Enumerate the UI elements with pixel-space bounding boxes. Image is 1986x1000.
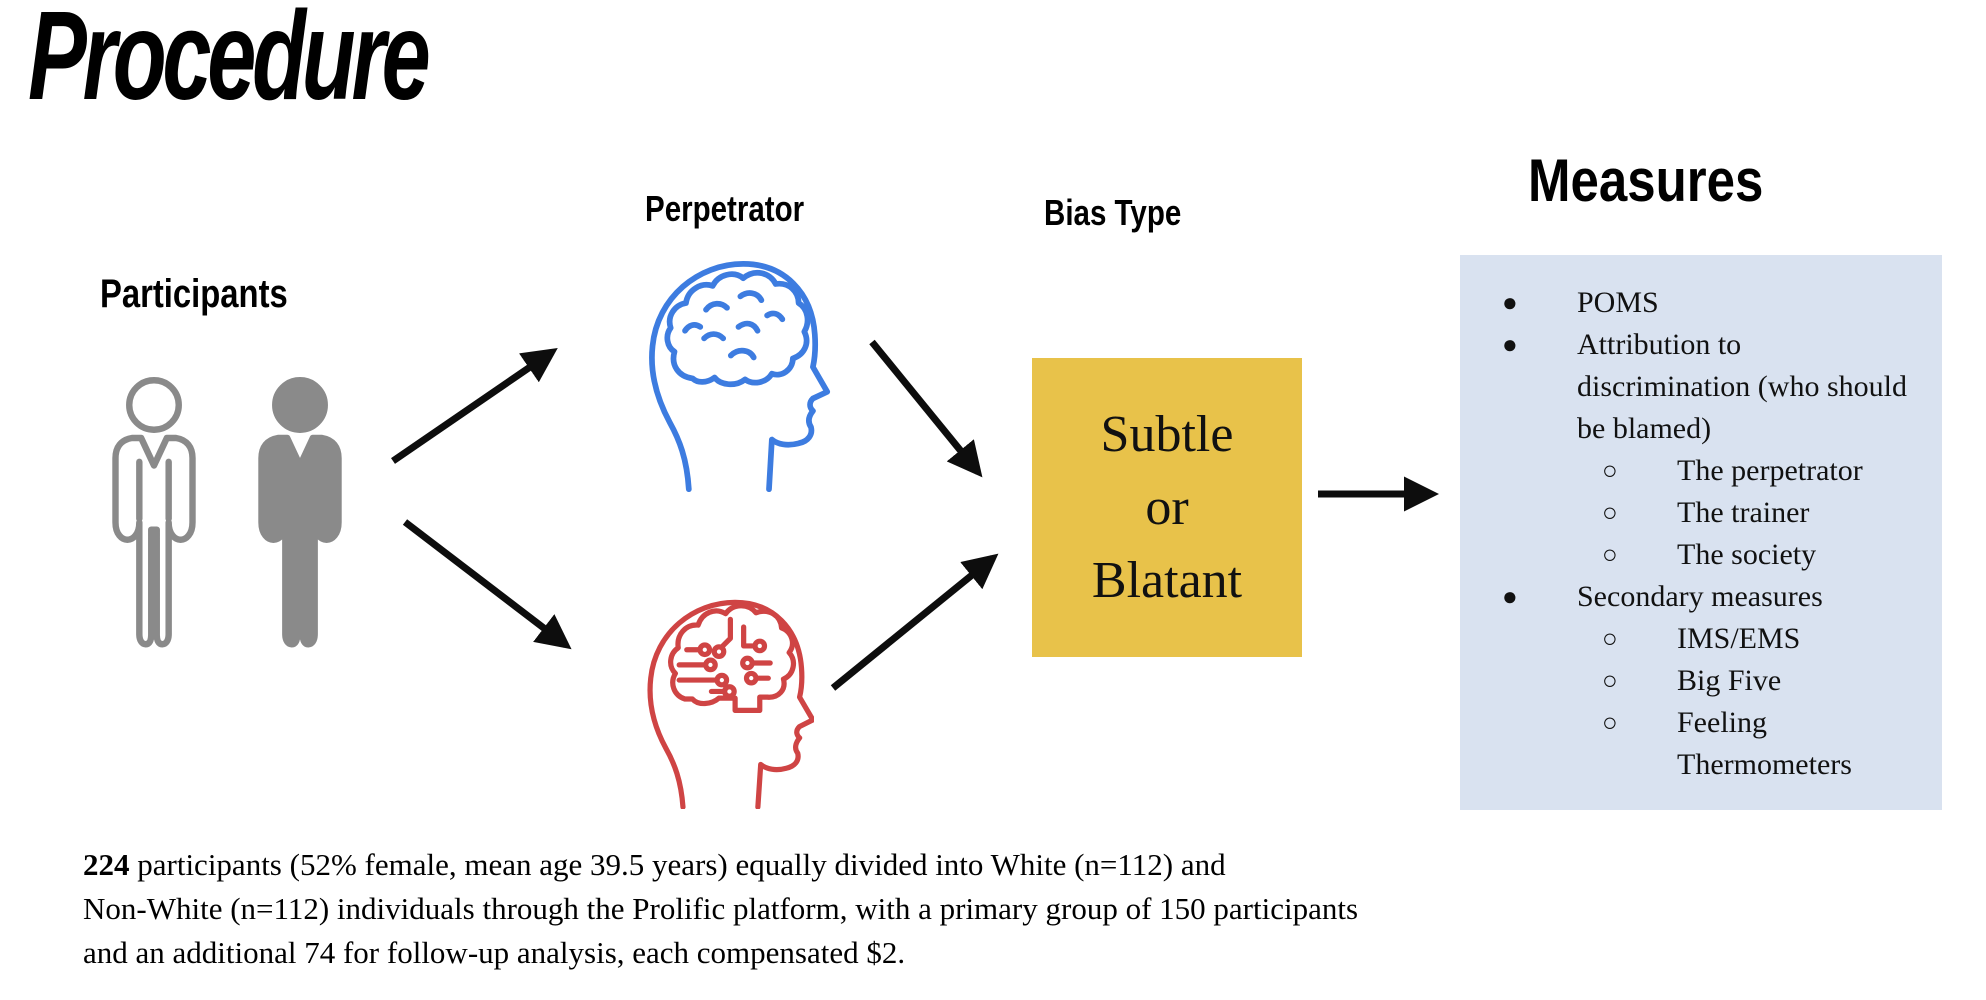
summary-line: 224 participants (52% female, mean age 3… xyxy=(83,847,1226,882)
arrow-icon xyxy=(869,339,983,478)
human-brain-head-icon xyxy=(622,242,832,492)
summary-line: and an additional 74 for follow-up analy… xyxy=(83,935,906,970)
hollow-bullet-icon: ○ xyxy=(1602,666,1618,695)
list-item: ○ IMS/EMS xyxy=(1460,618,1942,660)
bias-box-line: or xyxy=(1145,479,1189,536)
person-filled-icon xyxy=(245,371,355,648)
measures-label: Measures xyxy=(1528,147,1764,214)
bias-type-box: Subtle or Blatant xyxy=(1032,358,1302,657)
bias-type-label: Bias Type xyxy=(1044,192,1182,233)
hollow-bullet-icon: ○ xyxy=(1602,456,1618,485)
list-item-label: Feeling Thermometers xyxy=(1677,706,1852,781)
measures-box: ● POMS ● Attribution to discrimination (… xyxy=(1460,255,1942,810)
filled-bullet-icon: ● xyxy=(1502,582,1518,611)
participants-summary-paragraph: 224 participants (52% female, mean age 3… xyxy=(83,843,1643,975)
list-item: ● Attribution to discrimination (who sho… xyxy=(1460,324,1942,450)
hollow-bullet-icon: ○ xyxy=(1602,498,1618,527)
arrow-icon xyxy=(402,519,572,650)
list-item: ● POMS xyxy=(1460,282,1942,324)
list-item: ○ The society xyxy=(1460,534,1942,576)
list-item-label: The trainer xyxy=(1677,496,1810,529)
ai-circuit-brain-head-icon xyxy=(624,572,814,809)
filled-bullet-icon: ● xyxy=(1502,330,1518,359)
participant-count: 224 xyxy=(83,847,130,882)
list-item: ○ The trainer xyxy=(1460,492,1942,534)
hollow-bullet-icon: ○ xyxy=(1602,540,1618,569)
perpetrator-label: Perpetrator xyxy=(645,188,805,229)
list-item-label: The perpetrator xyxy=(1677,454,1863,487)
list-item: ○ The perpetrator xyxy=(1460,450,1942,492)
list-item-label: Big Five xyxy=(1677,664,1782,697)
arrow-icon xyxy=(391,348,558,464)
summary-line: Non-White (n=112) individuals through th… xyxy=(83,891,1359,926)
list-item: ○ Big Five xyxy=(1460,660,1942,702)
arrow-icon xyxy=(830,553,999,691)
hollow-bullet-icon: ○ xyxy=(1602,624,1618,653)
bias-box-line: Blatant xyxy=(1091,552,1243,609)
participants-label: Participants xyxy=(100,272,288,316)
list-item: ● Secondary measures xyxy=(1460,576,1942,618)
list-item-label: The society xyxy=(1677,538,1817,571)
page-title: Procedure xyxy=(28,0,431,126)
bias-box-line: Subtle xyxy=(1100,406,1234,463)
filled-bullet-icon: ● xyxy=(1502,288,1518,317)
list-item-label: IMS/EMS xyxy=(1677,622,1801,655)
list-item-label: Attribution to discrimination (who shoul… xyxy=(1577,328,1907,445)
person-outline-icon xyxy=(99,371,209,648)
list-item-label: Secondary measures xyxy=(1577,580,1823,613)
list-item-label: POMS xyxy=(1577,286,1659,319)
hollow-bullet-icon: ○ xyxy=(1602,708,1618,737)
list-item: ○ Feeling Thermometers xyxy=(1460,702,1942,786)
